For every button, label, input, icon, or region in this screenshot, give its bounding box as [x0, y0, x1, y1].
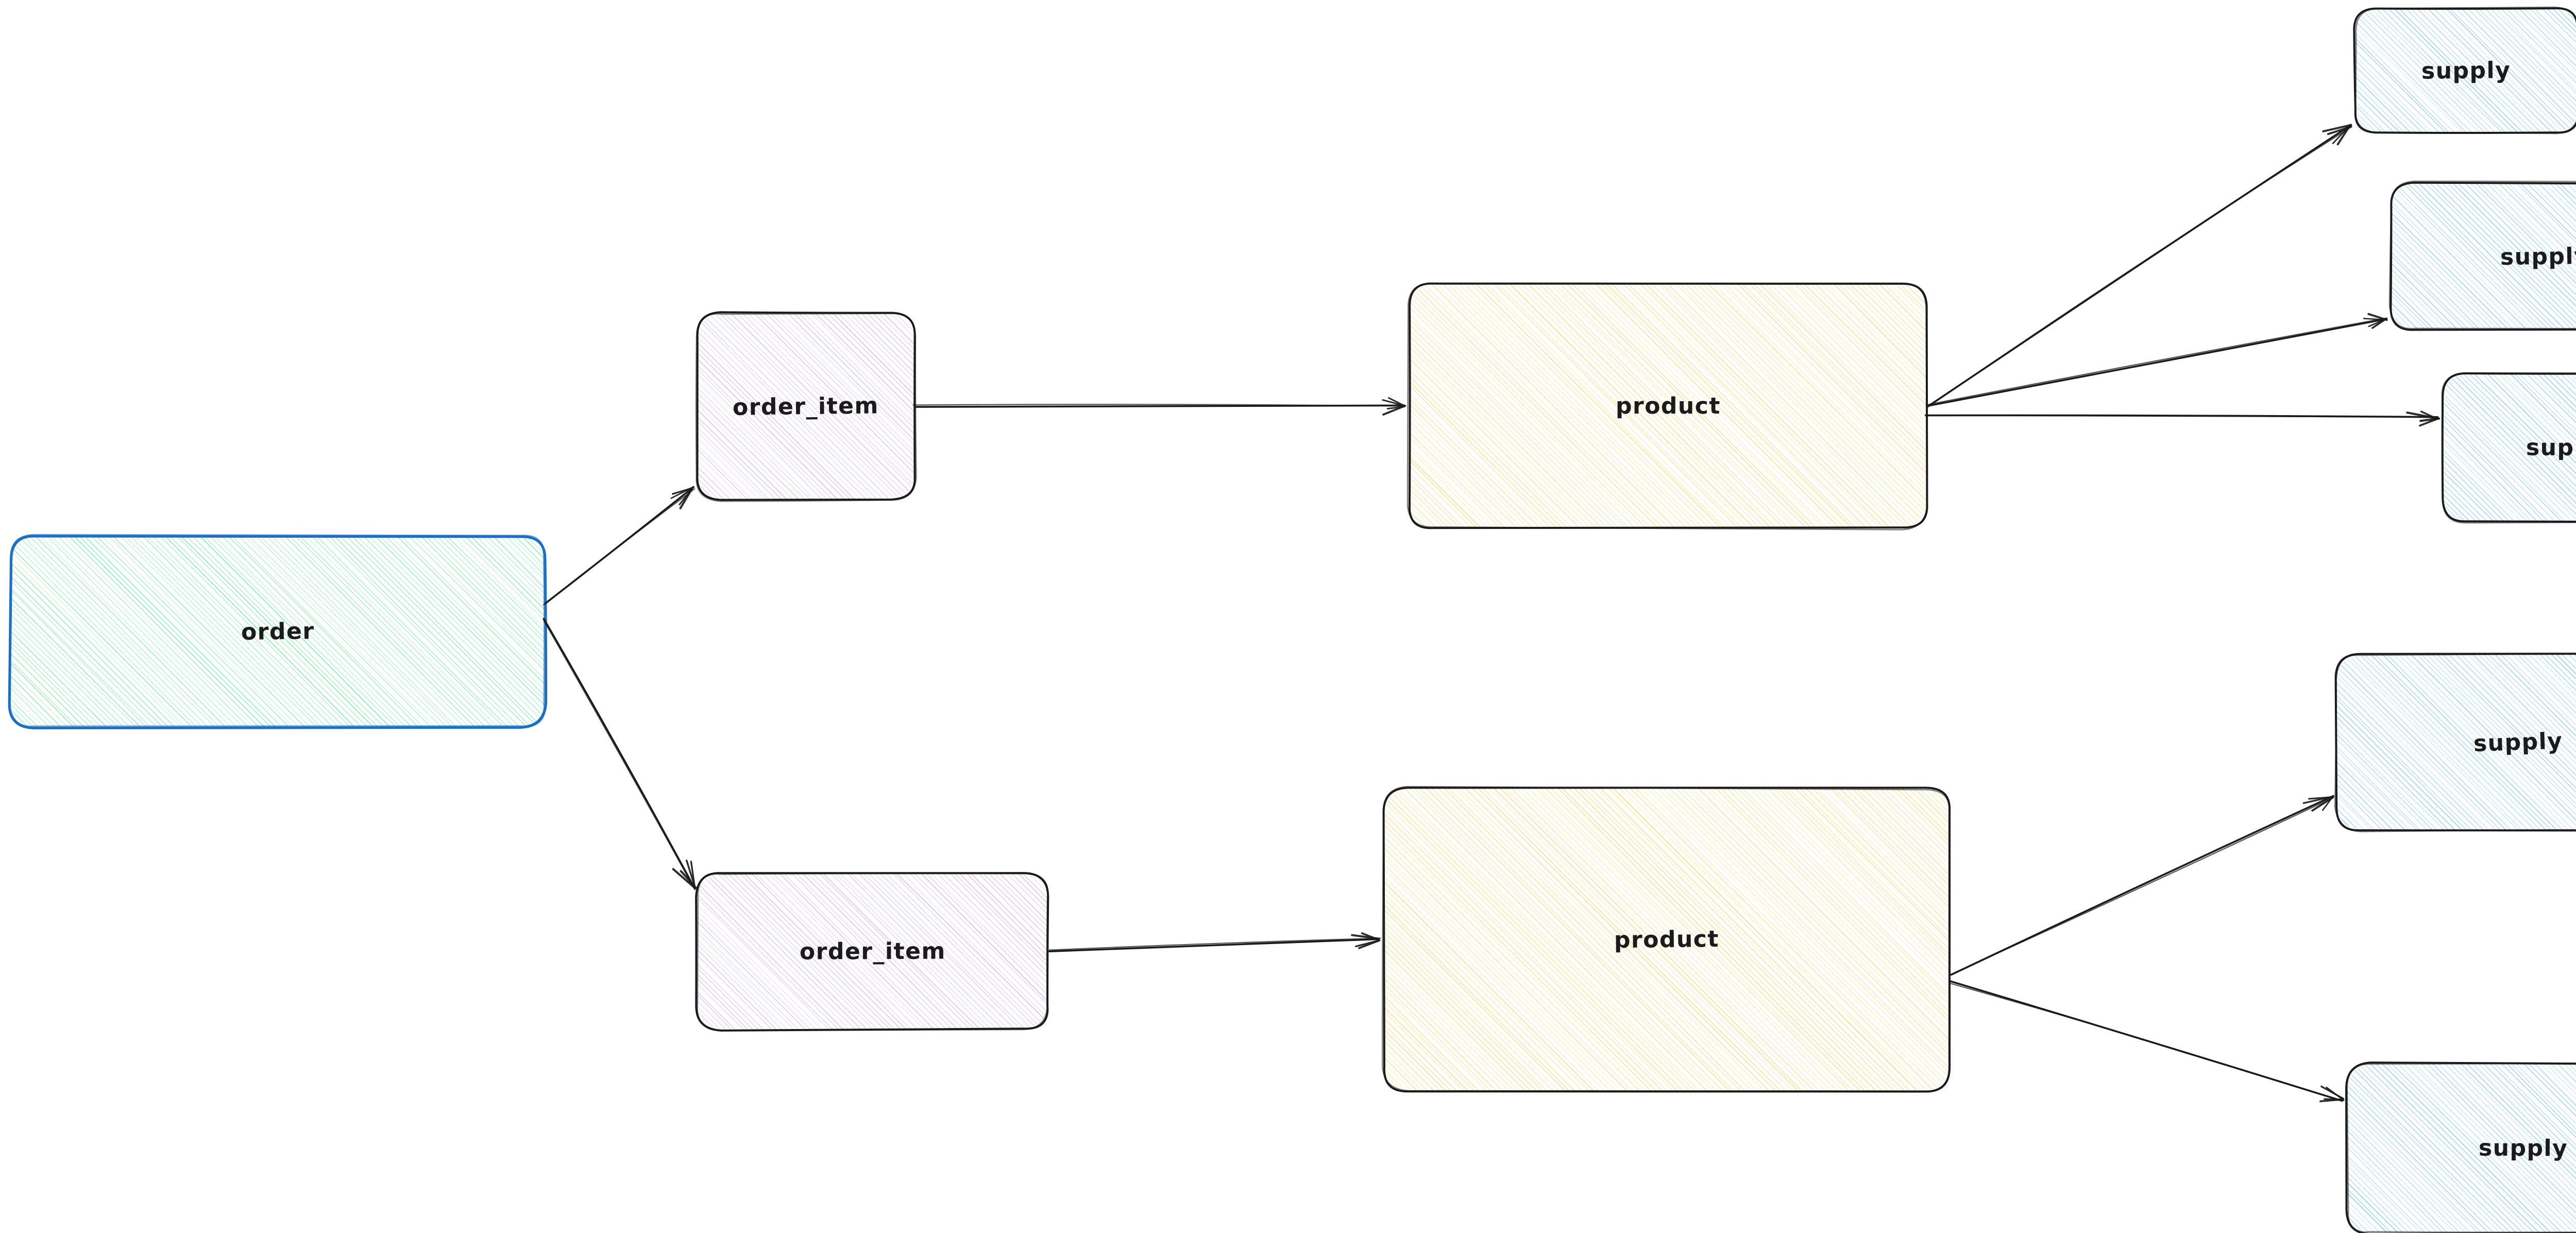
node-label-order: order: [241, 618, 315, 645]
node-label-order_item_2: order_item: [800, 938, 946, 965]
node-label-supply_2: supply: [2500, 243, 2576, 270]
node-label-supply_3: supply: [2526, 434, 2576, 461]
node-product_1[interactable]: product: [1409, 283, 1927, 528]
node-label-supply_5: supply: [2478, 1135, 2568, 1162]
node-label-product_1: product: [1615, 392, 1721, 419]
node-label-order_item_1: order_item: [732, 392, 879, 421]
node-supply_1[interactable]: supply: [2354, 8, 2576, 133]
node-order_item_2[interactable]: order_item: [697, 873, 1048, 1030]
node-product_2[interactable]: product: [1383, 788, 1950, 1091]
node-supply_5[interactable]: supply: [2347, 1064, 2576, 1233]
node-supply_3[interactable]: supply: [2442, 373, 2576, 522]
node-order_item_1[interactable]: order_item: [697, 313, 915, 500]
node-label-supply_4: supply: [2473, 727, 2563, 757]
node-label-supply_1: supply: [2421, 57, 2511, 84]
node-supply_4[interactable]: supply: [2336, 654, 2576, 830]
node-order[interactable]: order: [10, 536, 545, 727]
node-label-product_2: product: [1614, 926, 1720, 953]
node-supply_2[interactable]: supply: [2391, 183, 2576, 330]
